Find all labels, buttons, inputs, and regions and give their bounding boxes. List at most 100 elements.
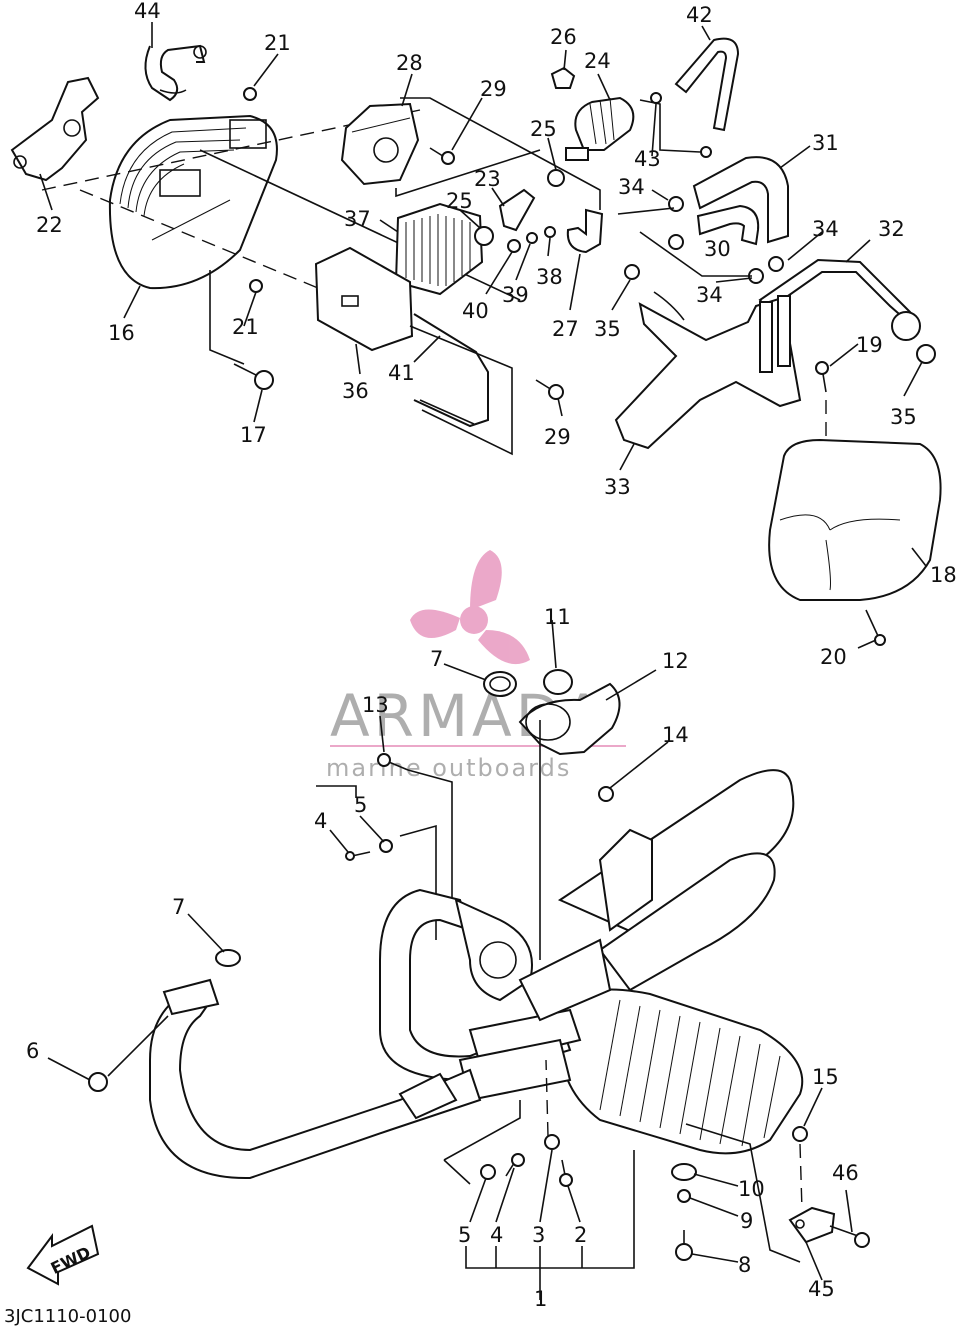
- valve-24: [565, 96, 635, 161]
- callout-20: 20: [820, 645, 847, 669]
- callout-36: 36: [342, 379, 369, 403]
- callout-6: 6: [26, 1039, 39, 1063]
- callout-37: 37: [344, 207, 371, 231]
- bolt-46: [829, 1225, 870, 1248]
- bolt-2: [559, 1159, 573, 1187]
- callout-38: 38: [536, 265, 563, 289]
- callout-15: 15: [812, 1065, 839, 1089]
- callout-25b: 25: [446, 189, 473, 213]
- armada-tagline: marine outboards: [326, 754, 571, 782]
- nut-3: [544, 1134, 560, 1150]
- callout-12: 12: [662, 649, 689, 673]
- callout-7b: 7: [172, 895, 185, 919]
- bolt-8: [675, 1230, 693, 1261]
- callout-33: 33: [604, 475, 631, 499]
- bolt-4b: [505, 1153, 525, 1177]
- pipe-42: [674, 37, 740, 132]
- callout-31: 31: [812, 131, 839, 155]
- callout-13: 13: [362, 693, 389, 717]
- bracket-22: [10, 76, 100, 182]
- clamp-34c: [768, 256, 784, 272]
- bolt-21b: [249, 279, 263, 293]
- callout-28: 28: [396, 51, 423, 75]
- callout-27: 27: [552, 317, 579, 341]
- callout-5a: 5: [354, 793, 367, 817]
- callout-26: 26: [550, 25, 577, 49]
- cover-18: [768, 438, 942, 601]
- callout-34c: 34: [696, 283, 723, 307]
- cap-26: [550, 66, 576, 89]
- callout-9: 9: [740, 1209, 753, 1233]
- callout-40: 40: [462, 299, 489, 323]
- callout-23: 23: [474, 167, 501, 191]
- mount-10: [671, 1163, 697, 1181]
- collar-9: [677, 1189, 691, 1203]
- bolt-4a: [345, 851, 371, 861]
- elbow-12: [518, 682, 621, 756]
- hose-31: [692, 156, 789, 244]
- nut-5a: [379, 839, 393, 853]
- callout-4a: 4: [314, 809, 327, 833]
- callout-21b: 21: [232, 315, 259, 339]
- bracket-45: [788, 1206, 836, 1244]
- callout-18: 18: [930, 563, 956, 587]
- callout-22: 22: [36, 213, 63, 237]
- callout-46: 46: [832, 1161, 859, 1185]
- callout-35b: 35: [890, 405, 917, 429]
- gasket-7b: [215, 949, 241, 967]
- callout-4b: 4: [490, 1223, 503, 1247]
- cap-35a: [624, 264, 640, 280]
- muffler: [557, 769, 804, 1155]
- callout-29b: 29: [544, 425, 571, 449]
- fwd-arrow: FWD: [26, 1224, 100, 1286]
- gasket-25b: [547, 169, 565, 187]
- bolt-21a: [243, 87, 257, 101]
- gasket-25a: [474, 226, 494, 246]
- nut-6: [88, 1072, 108, 1092]
- exhaust-pipes: [379, 888, 612, 1102]
- screw-29a: [429, 147, 455, 165]
- cover-16: [108, 114, 278, 290]
- nut-5b: [480, 1164, 496, 1180]
- bolt-17: [233, 363, 274, 390]
- callout-10: 10: [738, 1177, 765, 1201]
- callout-8: 8: [738, 1253, 751, 1277]
- callout-1: 1: [534, 1287, 547, 1311]
- cap-35b: [916, 344, 936, 364]
- callout-14: 14: [662, 723, 689, 747]
- washer-40: [507, 239, 521, 253]
- callout-30: 30: [704, 237, 731, 261]
- callout-32: 32: [878, 217, 905, 241]
- nut-14: [598, 786, 614, 802]
- nut-15: [792, 1126, 808, 1142]
- callout-3: 3: [532, 1223, 545, 1247]
- pipe-33: [614, 291, 802, 450]
- gasket-7a: [483, 671, 517, 697]
- callout-16: 16: [108, 321, 135, 345]
- hose-44: [144, 44, 207, 102]
- callout-39: 39: [502, 283, 529, 307]
- callout-35a: 35: [594, 317, 621, 341]
- header-pipe: [149, 978, 482, 1180]
- diagram-code: 3JC1110-0100: [4, 1306, 131, 1327]
- callout-7a: 7: [430, 647, 443, 671]
- callout-labels: 44 21 28 29 26 24 42 22 16 21 17 25 23 4…: [26, 0, 956, 1311]
- callout-43: 43: [634, 147, 661, 171]
- leader-lines: [39, 22, 927, 1281]
- valve-28: [340, 102, 420, 186]
- callout-44: 44: [134, 0, 161, 23]
- box-36: [314, 246, 414, 352]
- callout-2: 2: [574, 1223, 587, 1247]
- callout-17: 17: [240, 423, 267, 447]
- nut-39: [526, 232, 538, 244]
- nut-38: [544, 226, 556, 238]
- callout-25a: 25: [530, 117, 557, 141]
- gasket-11: [543, 669, 573, 695]
- clamp-34b: [668, 234, 684, 250]
- element-37: [394, 202, 484, 296]
- callout-42: 42: [686, 3, 713, 27]
- callout-5b: 5: [458, 1223, 471, 1247]
- callout-34a: 34: [618, 175, 645, 199]
- callout-41: 41: [388, 361, 415, 385]
